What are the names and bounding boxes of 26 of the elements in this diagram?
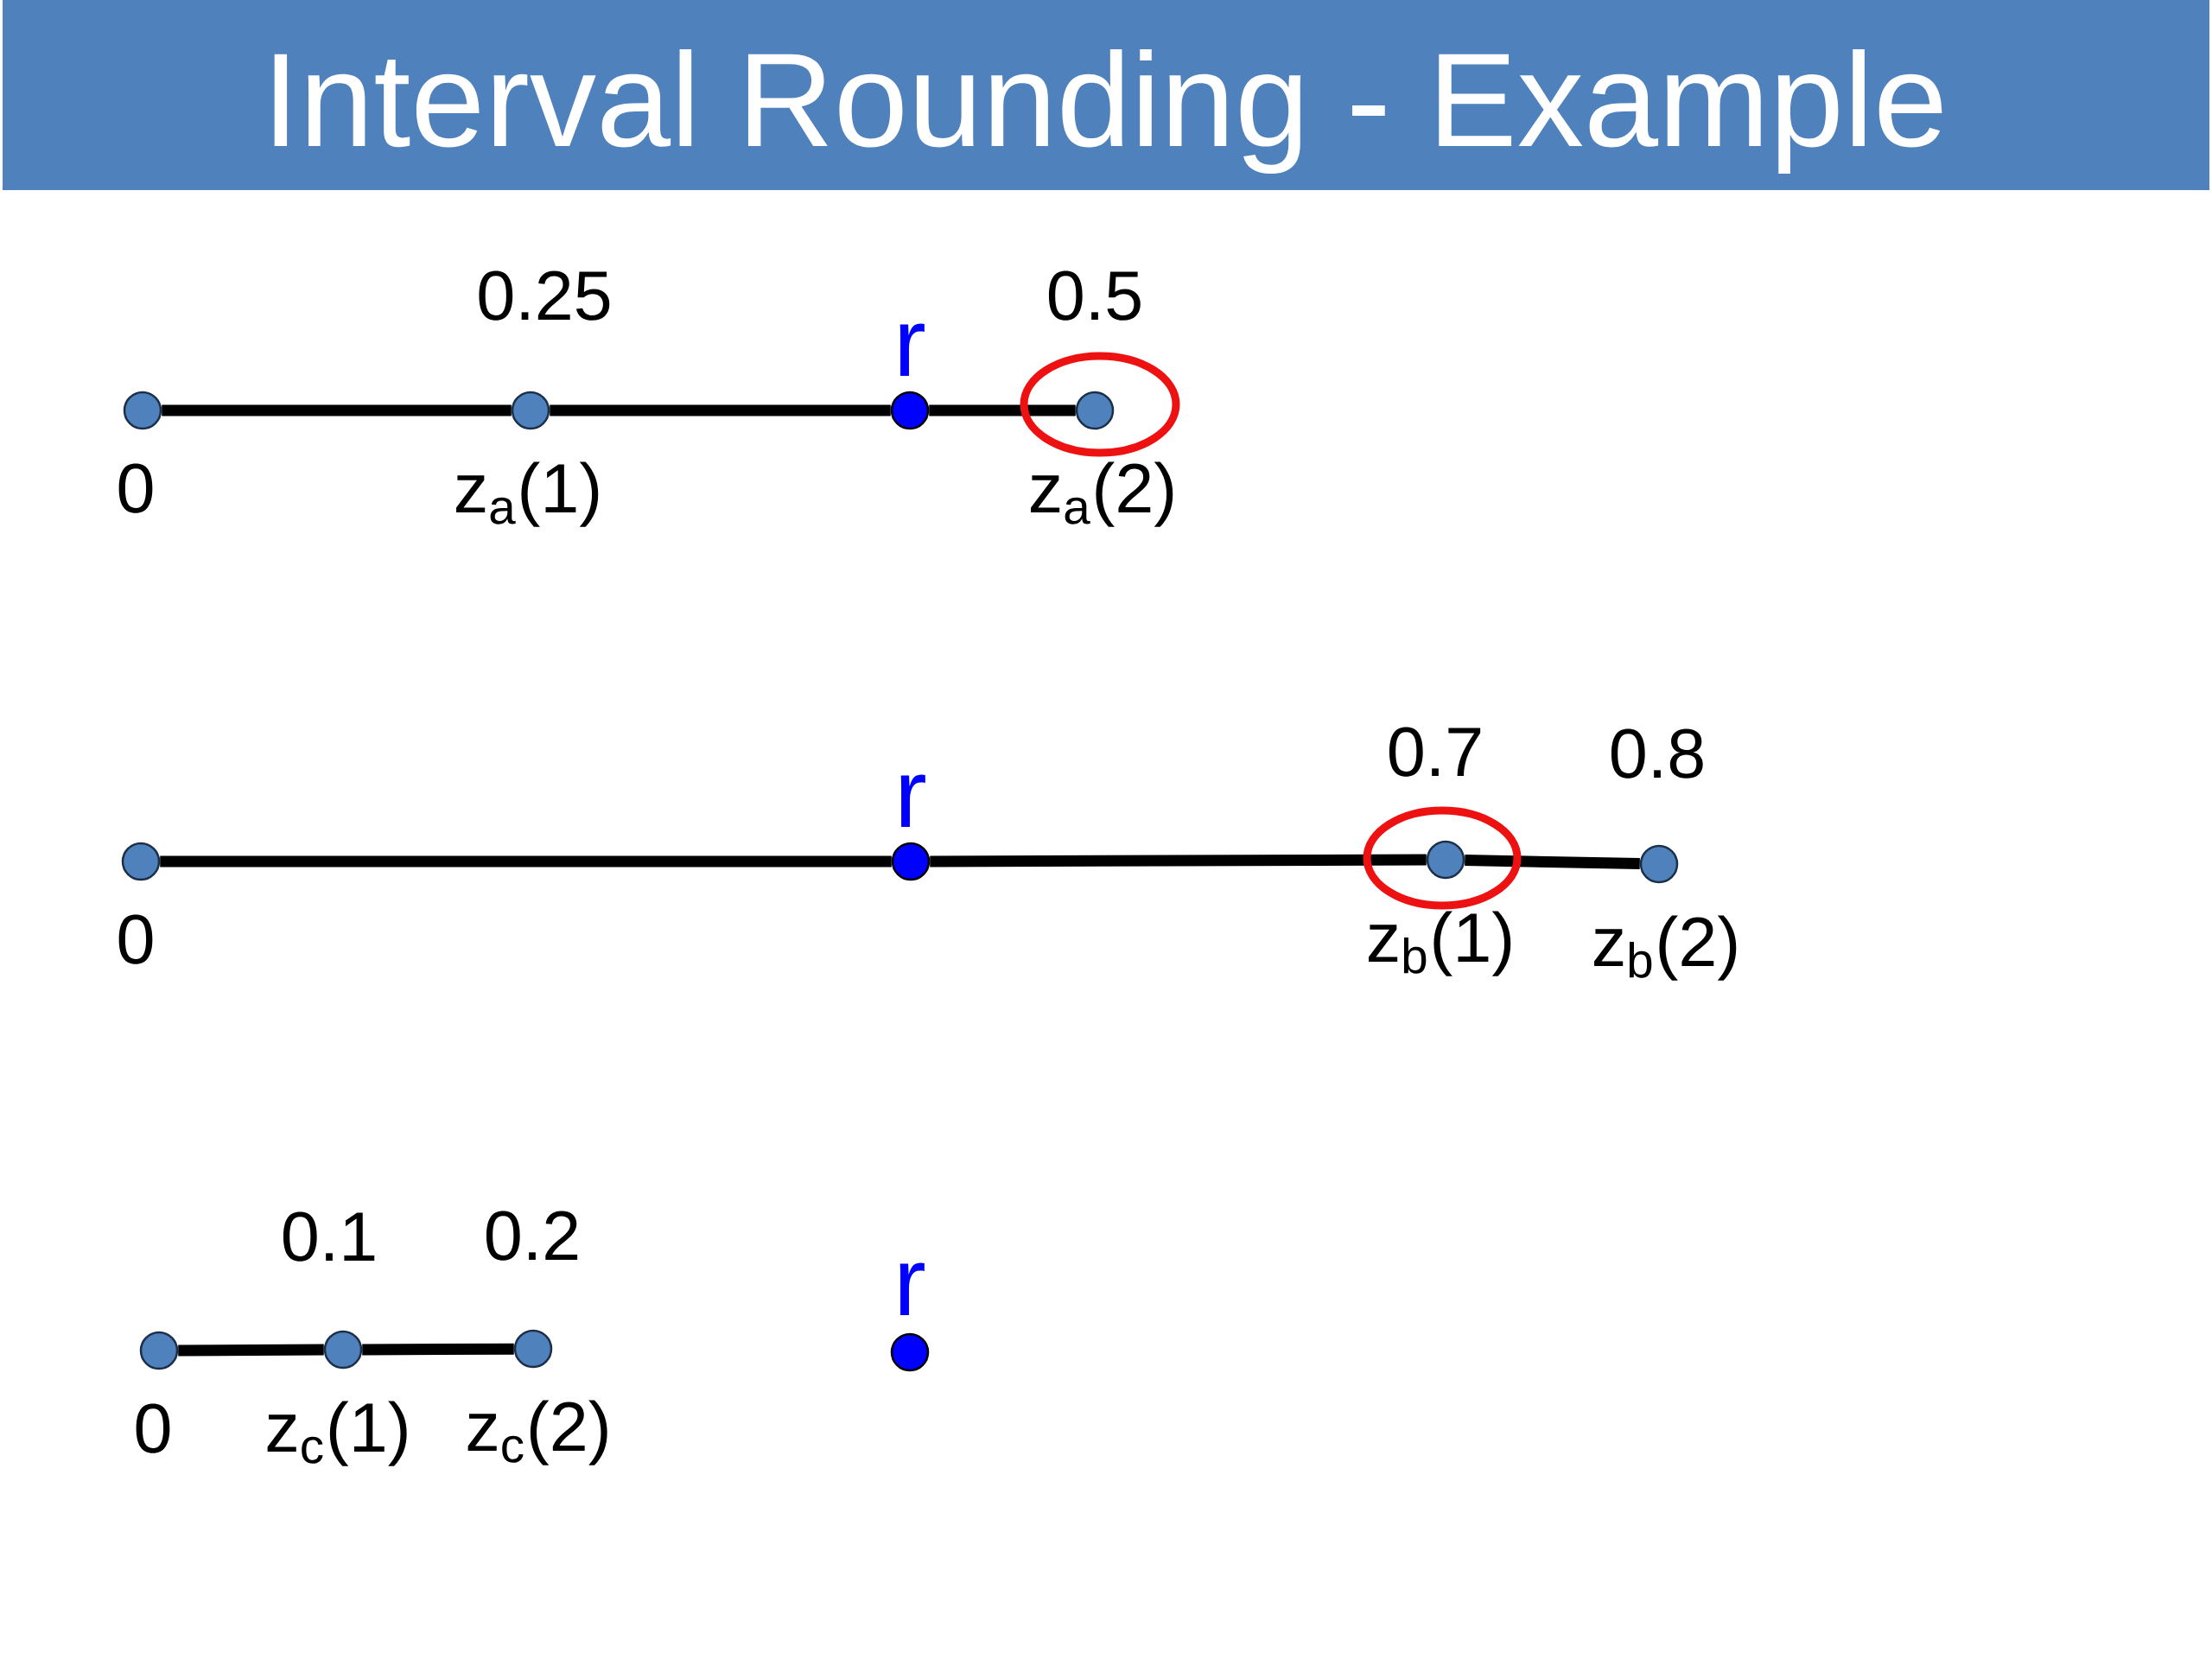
point-label: z$_{a}$(1) [456,461,599,527]
point-label: z$_{c}$(1) [267,1401,407,1466]
variable-label: r [899,323,925,376]
point-label: 0 [136,1403,170,1453]
title-banner: Interval Rounding - Example [3,0,2209,190]
line-segment [362,1343,514,1356]
line-segment [162,404,512,416]
point-label: 0 [118,914,153,964]
line-segment [160,855,892,868]
line-segment [178,1344,324,1357]
variable-label: r [900,774,925,827]
point-label: z$_{b}$(1) [1369,911,1511,976]
line-segment [1465,854,1640,870]
point-label: 0 [118,463,153,513]
point-label: z$_{a}$(2) [1031,461,1173,527]
value-label: 0.25 [479,270,610,321]
line-segment [550,404,891,416]
line-segment [930,854,1427,868]
point-label: z$_{b}$(2) [1594,915,1737,981]
variable-label: r [899,1262,925,1315]
value-label: 0.2 [486,1211,578,1261]
point-label: z$_{c}$(2) [467,1400,607,1465]
value-label: 0.1 [283,1211,375,1262]
value-label: 0.7 [1389,727,1481,777]
value-label: 0.5 [1048,270,1141,321]
value-label: 0.8 [1611,728,1703,779]
